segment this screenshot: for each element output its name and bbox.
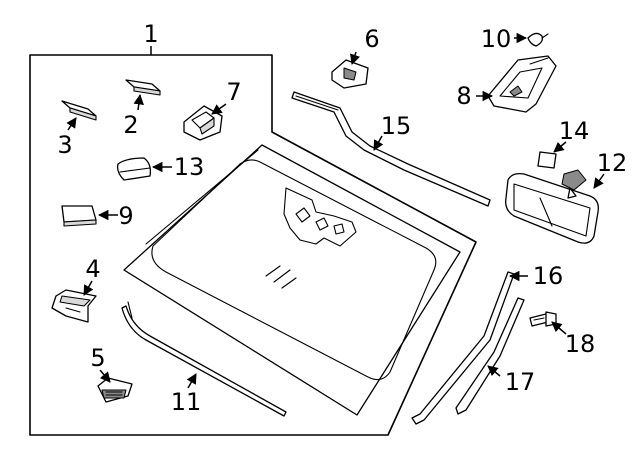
callout-11: 11 [171,388,202,416]
part-9-pad [61,205,97,227]
windshield-glass [123,144,461,416]
callout-15: 15 [381,112,412,140]
callout-18: 18 [565,330,596,358]
part-16-molding [411,271,515,425]
leader-5 [99,369,111,383]
part-11-molding [121,301,287,417]
leader-15 [373,135,384,151]
leader-12 [593,173,605,189]
part-17-molding [455,297,525,415]
callout-6: 6 [364,25,379,53]
part-14-cover [537,151,557,169]
part-8-cover [487,55,557,113]
leader-7 [211,103,227,115]
part-3-pad [61,100,97,121]
callout-7: 7 [226,78,241,106]
part-2-pad [125,79,161,96]
callout-10: 10 [481,25,512,53]
callout-12: 12 [597,149,628,177]
callout-4: 4 [85,255,100,283]
leader-18 [551,321,567,335]
leader-14 [553,141,567,153]
part-18-pin [529,311,557,327]
callout-13: 13 [174,153,205,181]
part-12-mirror [505,169,599,244]
part-4-clip [51,289,97,323]
leader-3 [66,117,77,131]
part-5-clip [97,377,133,403]
leader-17 [487,365,501,377]
callout-8: 8 [456,82,471,110]
callout-9: 9 [118,202,133,230]
callout-17: 17 [505,368,536,396]
leader-11 [186,373,197,389]
callout-2: 2 [123,111,138,139]
part-15-seal [291,91,491,207]
leader-6 [350,51,360,65]
assembly-outline [29,54,477,436]
callout-14: 14 [559,117,590,145]
callout-1: 1 [143,20,158,48]
leader-2 [133,93,144,111]
part-13-cover [116,157,152,181]
leader-4 [83,280,94,296]
callout-16: 16 [533,262,564,290]
part-6-bracket [331,59,369,89]
callouts: 1 2 3 4 5 6 7 8 9 10 11 12 13 14 15 16 1… [57,20,627,416]
callout-3: 3 [57,131,72,159]
part-10-clip [527,32,549,47]
callout-5: 5 [90,344,105,372]
